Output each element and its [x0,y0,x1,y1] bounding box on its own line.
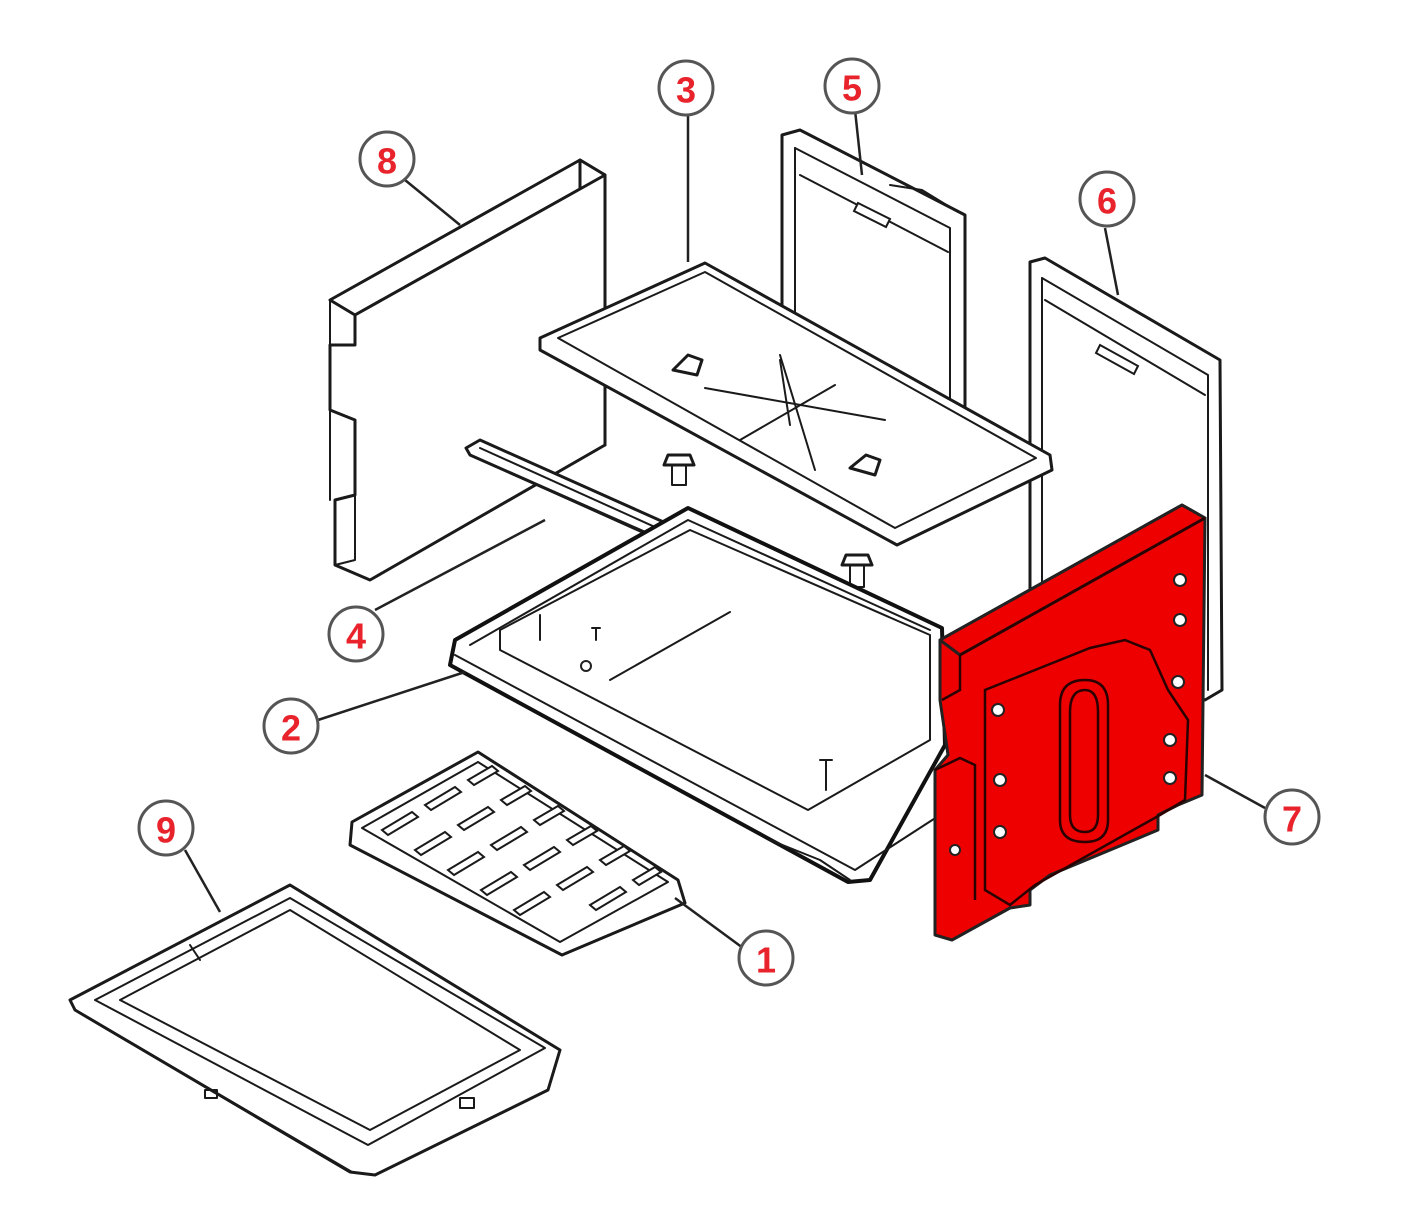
bolt-lower [840,553,874,588]
hole-icon [1173,573,1187,587]
part-3-baffle-plate [538,261,1054,547]
hole-icon [993,825,1007,839]
hole-icon [993,773,1007,787]
svg-text:3: 3 [676,70,696,111]
callout-9: 9 [137,799,195,857]
hole-icon [1173,613,1187,627]
callout-1: 1 [737,929,795,987]
part-1-grate [348,750,687,957]
svg-text:8: 8 [377,141,397,182]
svg-text:6: 6 [1097,181,1117,222]
part-7-side-brick-highlighted [933,503,1207,942]
hole-icon [991,703,1005,717]
callout-6: 6 [1078,170,1136,228]
callout-2: 2 [262,697,320,755]
hole-icon [1163,733,1177,747]
callout-8: 8 [358,130,416,188]
callout-5: 5 [823,57,881,115]
hole-icon [949,844,961,856]
hole-icon [1163,771,1177,785]
leader-5 [853,109,864,176]
svg-text:2: 2 [281,708,301,749]
hole-icon [1171,675,1185,689]
leader-1 [674,896,744,950]
svg-text:4: 4 [346,616,366,657]
leader-lines [183,109,1266,950]
callout-3: 3 [657,59,715,117]
svg-text:1: 1 [756,940,776,981]
part-9-ash-pan [68,883,562,1177]
callout-7: 7 [1263,788,1321,846]
leader-4 [374,518,546,612]
part-2-base-frame [448,506,947,884]
callout-4: 4 [327,605,385,663]
svg-text:7: 7 [1282,799,1302,840]
leader-8 [404,179,461,226]
leader-7 [1204,773,1266,810]
leader-6 [1103,227,1120,296]
leader-9 [183,849,222,913]
svg-text:9: 9 [156,810,176,851]
bolt-upper [662,453,696,486]
leader-2 [317,670,466,722]
svg-text:5: 5 [842,68,862,109]
part-8-side-panel [328,158,607,582]
